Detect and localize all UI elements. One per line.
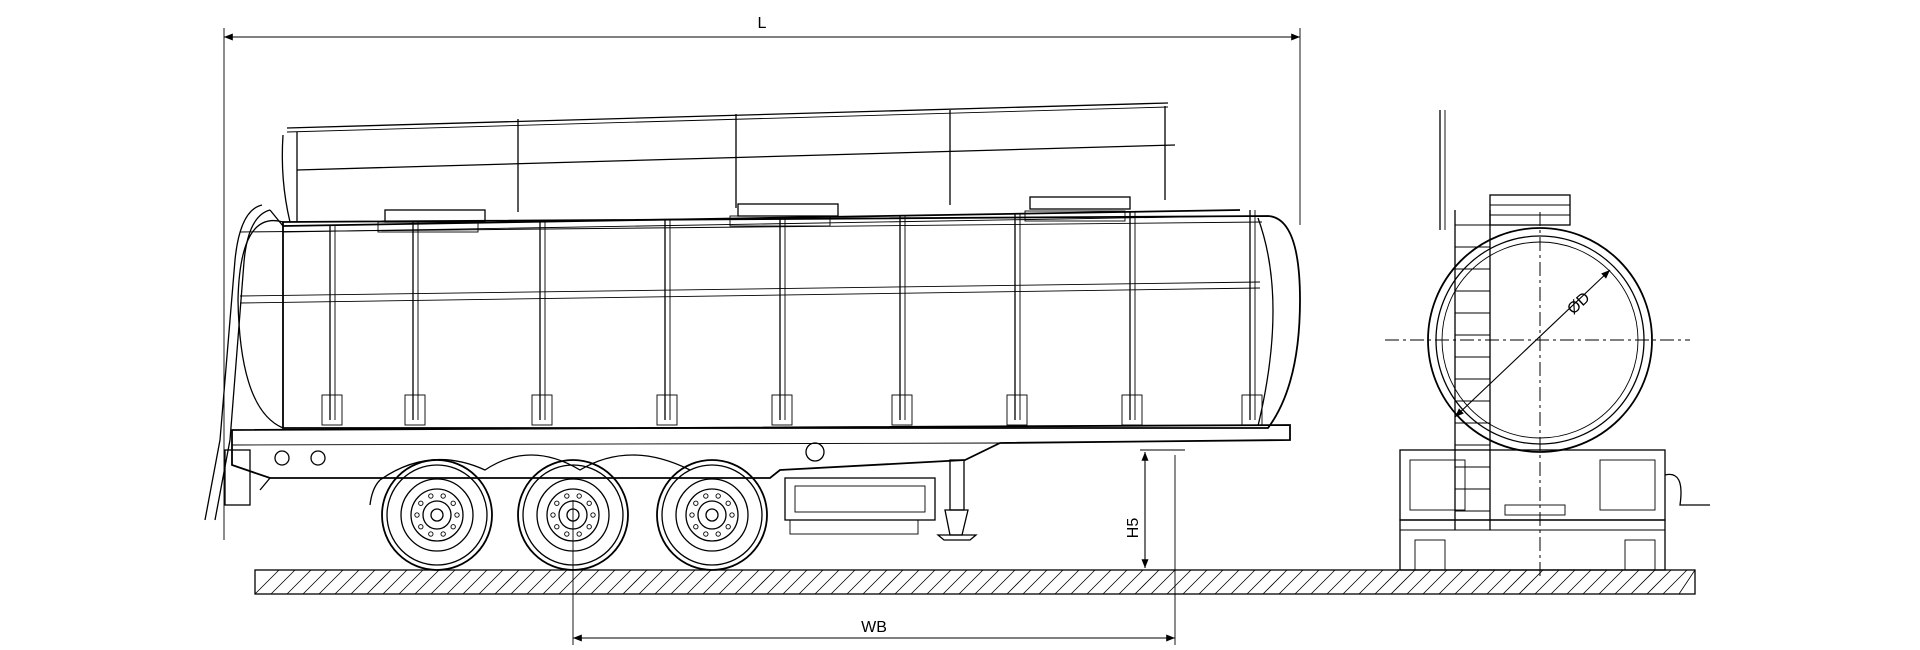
front-ladder [204,204,284,521]
fifth-wheel-height-dimension: H5 [1125,449,1185,568]
tank-shell [282,215,1301,429]
handrail [281,102,1176,223]
wheelbase-label: WB [861,619,887,636]
wheelbase-dimension: WB [572,455,1176,645]
chassis [224,424,1291,541]
side-view [204,102,1301,571]
axle-wheels [381,459,768,571]
diameter-label: ØD [1564,289,1593,318]
tank-frame-posts [321,210,1263,426]
manholes [377,196,1131,233]
rear-bumper [1399,449,1666,521]
fender [379,454,691,481]
h5-label: H5 [1125,518,1142,539]
rear-ladder [1454,210,1491,530]
length-dimension: L [223,15,1301,540]
rear-view: ØD [1385,110,1710,580]
ground-hatch [254,569,1696,595]
length-label: L [758,15,767,32]
